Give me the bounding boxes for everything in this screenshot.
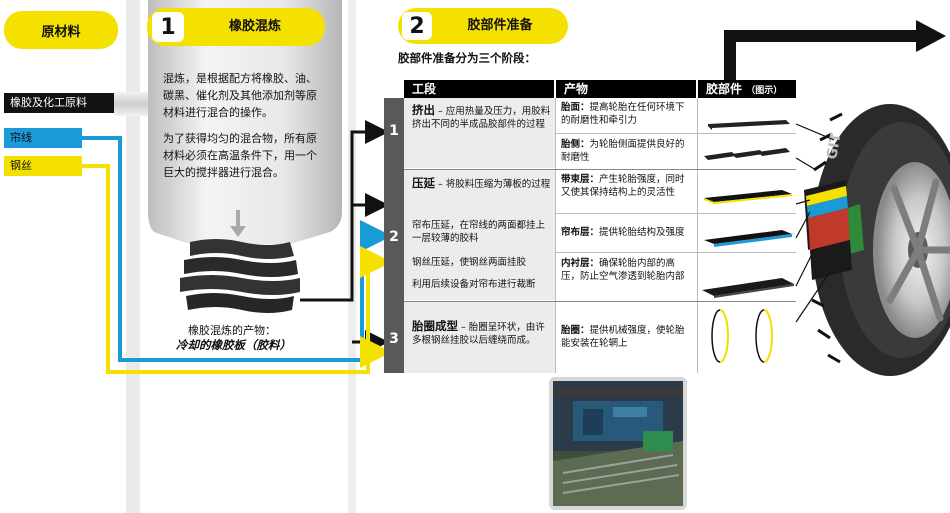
stage-number-column [384, 98, 404, 373]
col-header-part-label: 胶部件 [706, 82, 743, 96]
rubber-sheet-icon [180, 239, 300, 313]
stage-1-title: 挤出 [412, 103, 435, 117]
stage-2-extra-3: 利用后续设备对帘布进行裁断 [412, 279, 536, 290]
innerliner-part-icon [702, 278, 794, 298]
product-sidewall-desc: 为轮胎侧面提供良好的耐磨性 [561, 139, 685, 163]
product-ply-desc: 提供轮胎结构及强度 [599, 227, 685, 238]
product-belt: 带束层：产生轮胎强度，同时又使其保持结构上的灵活性 [561, 173, 693, 199]
part-col-divider [697, 98, 698, 373]
product-bead: 胎圈：提供机械强度，使轮胎能安装在轮辋上 [561, 324, 693, 350]
product-innerliner: 内衬层：确保轮胎内部的高压，防止空气渗透到轮胎内部 [561, 257, 693, 283]
raw-cord-box: 帘线 [4, 128, 82, 148]
stage-1-text: 挤出 – 应用热量及压力，用胶料挤出不同的半成品胶部件的过程 [412, 104, 552, 131]
product-tread-name: 胎面： [561, 102, 590, 113]
product-ply: 帘布层：提供轮胎结构及强度 [561, 226, 693, 239]
mixer-down-arrow-icon [230, 210, 246, 237]
step1-product-label: 橡胶混炼的产物： [188, 324, 276, 337]
product-innerliner-desc: 确保轮胎内部的高压，防止空气渗透到轮胎内部 [561, 258, 685, 282]
mixer-body [148, 0, 342, 244]
product-belt-name: 带束层： [561, 174, 600, 185]
subrow-divider-b [556, 213, 796, 214]
col-header-product: 产物 [556, 80, 696, 98]
step2-number: 2 [402, 12, 432, 40]
product-tread-desc: 提高轮胎在任何环境下的耐磨性和牵引力 [561, 102, 685, 126]
step1-product-value: 冷却的橡胶板（胶料） [176, 338, 291, 352]
raw-wire-box: 钢丝 [4, 156, 82, 176]
stage-2-title: 压延 [412, 176, 435, 190]
stage-1-desc: – 应用热量及压力，用胶料挤出不同的半成品胶部件的过程 [412, 106, 551, 130]
row-divider-1 [404, 169, 796, 170]
step1-number: 1 [152, 12, 184, 42]
col-header-stage: 工段 [404, 80, 554, 98]
part-illustrations [702, 120, 794, 363]
raw-rubber-box: 橡胶及化工原料 [4, 93, 114, 113]
ply-part-icon [704, 230, 792, 247]
product-tread: 胎面：提高轮胎在任何环境下的耐磨性和牵引力 [561, 101, 693, 127]
divider-band-1 [126, 0, 140, 513]
tire-illustration: GIT [795, 104, 950, 376]
product-sidewall: 胎侧：为轮胎侧面提供良好的耐磨性 [561, 138, 693, 164]
step2-subtitle: 胶部件准备分为三个阶段： [398, 51, 536, 65]
col-header-part-note: （图示） [746, 86, 783, 96]
stage-3-text: 胎圈成型 – 胎圈呈环状，由许多根钢丝挂胶以后缠绕而成。 [412, 320, 552, 347]
stage-2-extra-1: 帘布压延，在帘线的两面都挂上一层较薄的胶料 [412, 220, 546, 244]
step2-title: 胶部件准备 [467, 18, 533, 33]
bead-part-icon [711, 309, 773, 363]
step1-para1: 混炼，是根据配方将橡胶、油、碳黑、催化剂及其他添加剂等原材料进行混合的操作。 [163, 72, 317, 119]
col-header-part: 胶部件 （图示） [698, 80, 796, 98]
subrow-divider-a [556, 133, 796, 134]
product-bead-desc: 提供机械强度，使轮胎能安装在轮辋上 [561, 325, 685, 349]
step1-para2: 为了获得均匀的混合物，所有原材料必须在高温条件下，用一个巨大的搅拌器进行混合。 [163, 132, 317, 179]
stage-col-divider [555, 98, 556, 373]
stage-number-3: 3 [389, 331, 399, 347]
product-sidewall-name: 胎侧： [561, 139, 590, 150]
step1-title: 橡胶混炼 [228, 19, 281, 34]
stage-2-extra-2: 钢丝压延，使钢丝两面挂胶 [412, 257, 527, 268]
stage-3-desc: – 胎圈呈环状，由许多根钢丝挂胶以后缠绕而成。 [412, 322, 545, 346]
tread-part-icon [708, 120, 790, 130]
product-bead-name: 胎圈： [561, 325, 590, 336]
stage-number-1: 1 [389, 123, 399, 139]
row-divider-2 [404, 301, 796, 302]
tire-brand-text: GIT [824, 132, 844, 161]
output-arrow-icon [724, 20, 946, 92]
stage-number-2: 2 [389, 229, 399, 245]
input-pipe [114, 92, 152, 116]
stage-2-desc: – 将胶料压缩为薄板的过程 [435, 179, 551, 190]
stage-3-title: 胎圈成型 [412, 319, 458, 333]
product-ply-name: 帘布层： [561, 227, 600, 238]
factory-photo [553, 381, 683, 506]
raw-materials-heading: 原材料 [4, 11, 118, 49]
product-innerliner-name: 内衬层： [561, 258, 600, 269]
product-belt-desc: 产生轮胎强度，同时又使其保持结构上的灵活性 [561, 174, 685, 198]
stage-2-text: 压延 – 将胶料压缩为薄板的过程 [412, 177, 552, 191]
subrow-divider-c [556, 252, 796, 253]
belt-part-icon [704, 190, 792, 204]
sidewall-part-icon [704, 148, 790, 160]
